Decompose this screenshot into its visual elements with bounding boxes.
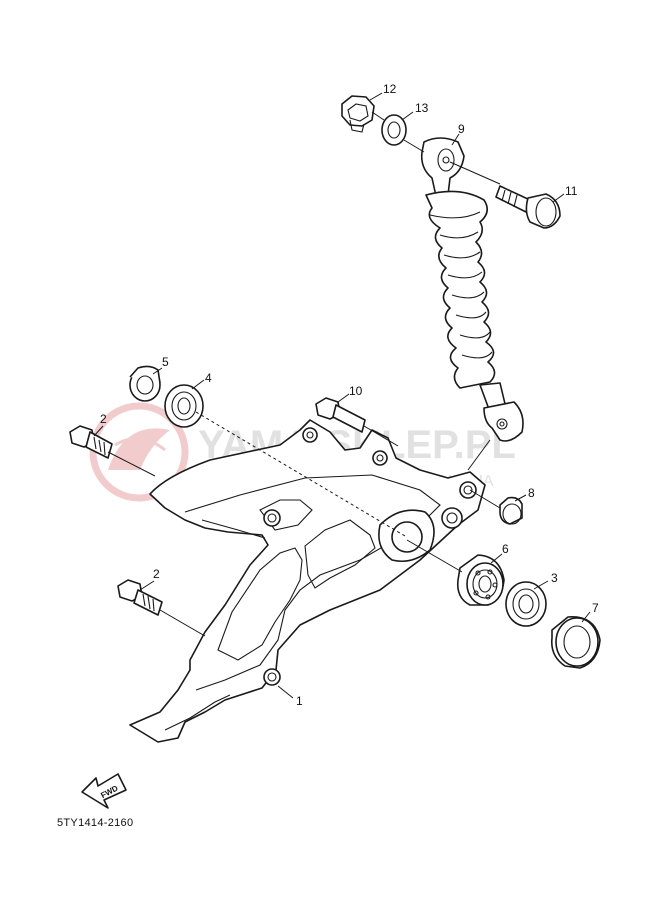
fwd-arrow-icon: FWD [81,773,127,809]
callout-1: 1 [296,694,303,708]
part-7-collar[interactable] [550,616,601,669]
part-2-bolt-lower[interactable] [117,579,206,637]
part-6-bearing[interactable] [406,539,505,606]
part-13-washer[interactable] [371,111,425,153]
callout-7: 7 [592,601,599,615]
callout-11: 11 [565,184,578,198]
part-12-nut[interactable] [341,95,375,133]
part-9-shock-absorber[interactable] [420,137,524,471]
diagram-code: 5TY1414-2160 [57,817,134,829]
callouts: 1 2 2 3 4 5 6 7 8 9 10 11 12 13 [93,82,599,708]
part-5-collar[interactable] [129,365,161,402]
callout-12: 12 [383,82,397,96]
callout-13: 13 [415,101,429,115]
callout-10: 10 [349,384,363,398]
callout-8: 8 [528,486,535,500]
callout-5: 5 [162,355,169,369]
callout-9: 9 [458,122,465,136]
callout-6: 6 [502,542,509,556]
callout-3: 3 [551,571,558,585]
callout-4: 4 [205,371,212,385]
part-8-bushing[interactable] [469,489,523,525]
callout-2-lower: 2 [153,567,160,581]
part-10-bolt[interactable] [315,397,399,447]
part-4-oil-seal[interactable] [164,384,406,537]
part-11-bolt[interactable] [449,161,561,229]
callout-2-upper: 2 [100,412,107,426]
part-3-oil-seal[interactable] [505,581,547,627]
part-1-rear-arm[interactable] [129,419,486,743]
part-2-bolt-upper[interactable] [69,425,156,477]
